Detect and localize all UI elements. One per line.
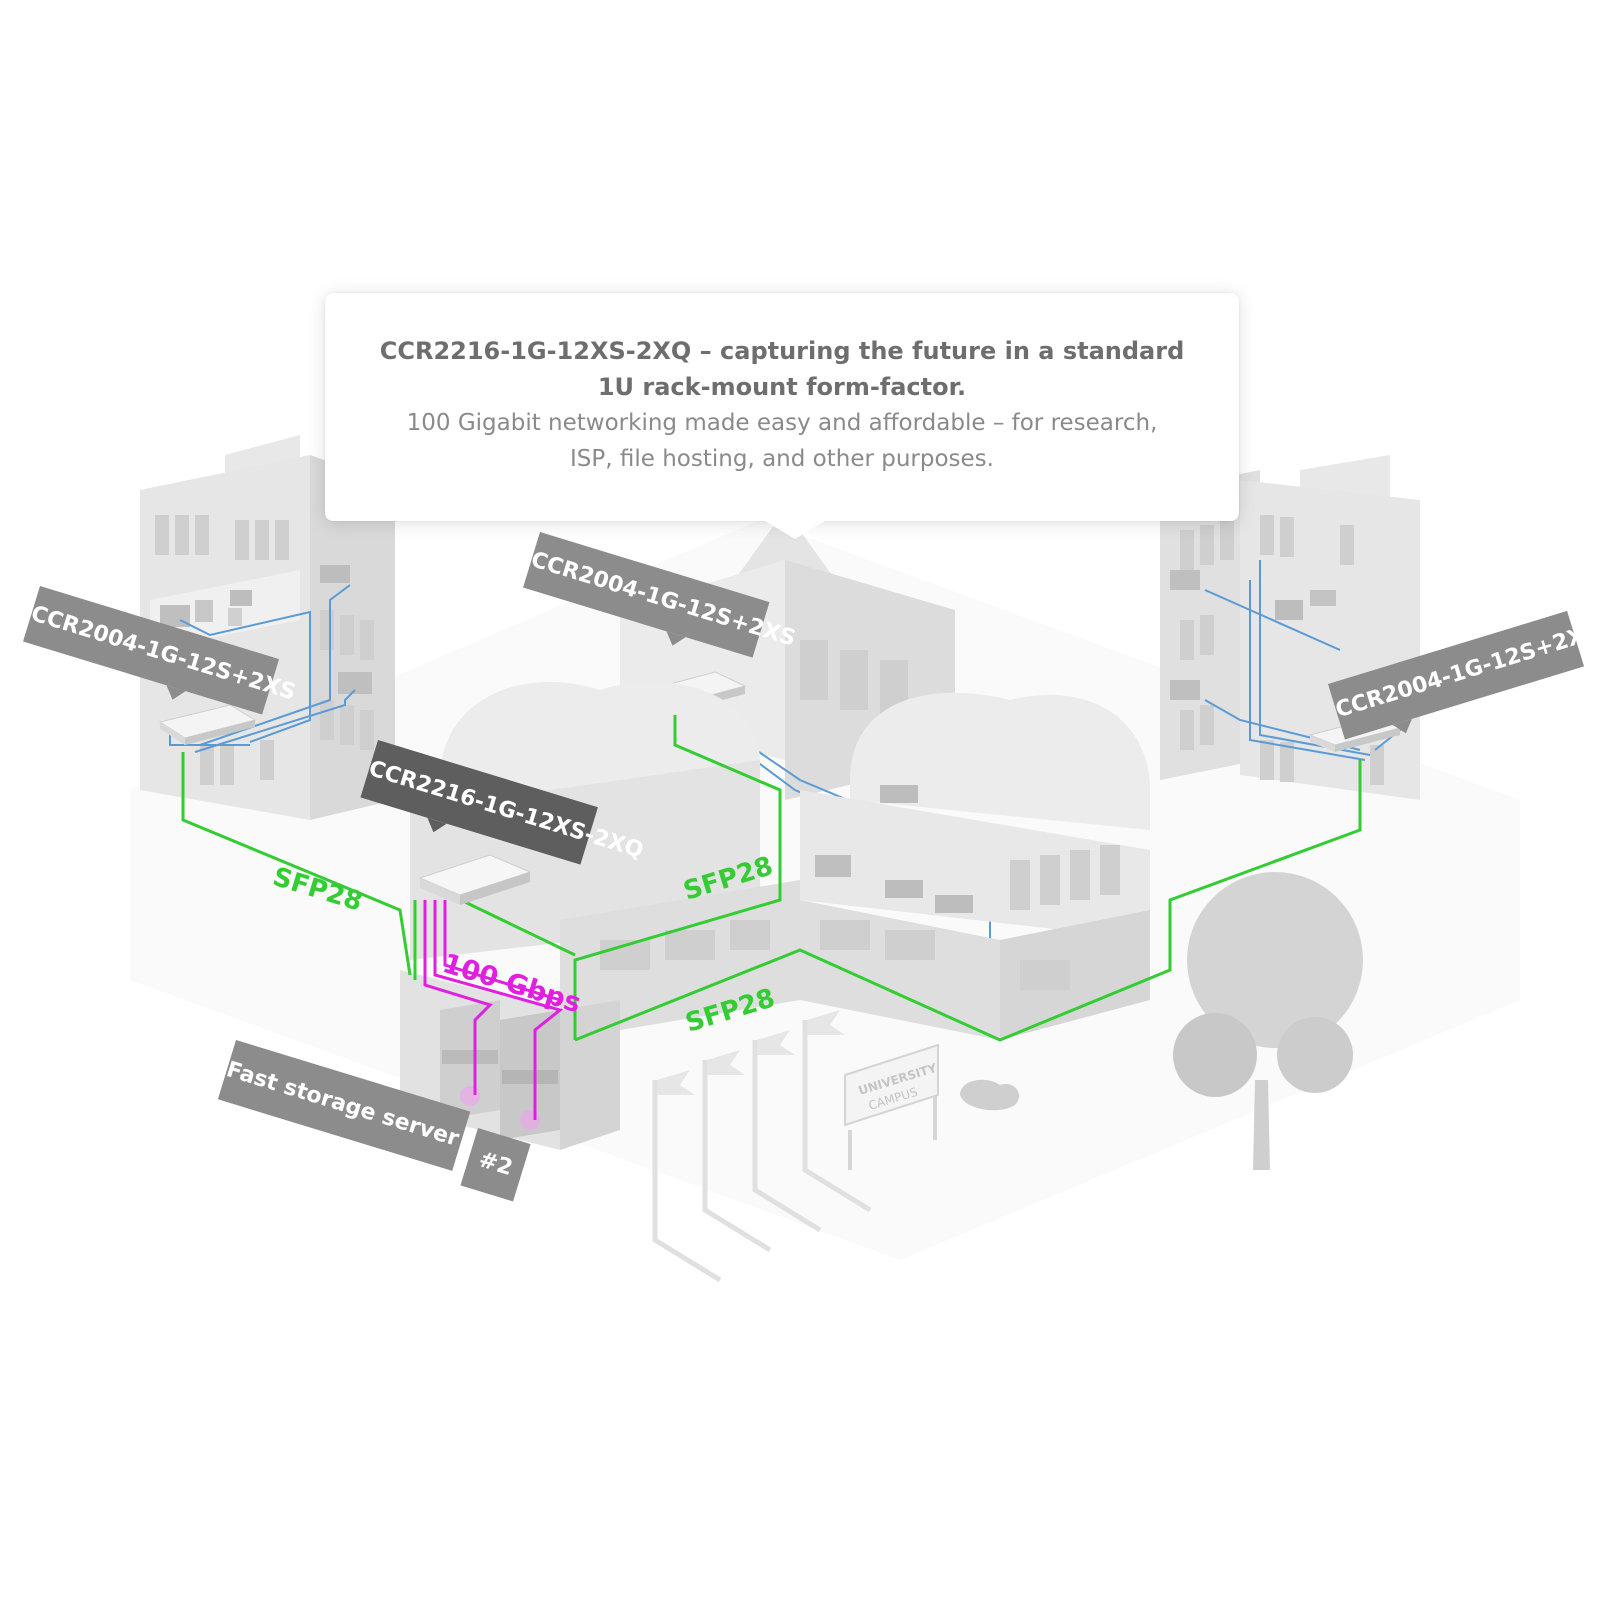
callout-desc-line2: ISP, file hosting, and other purposes. [570, 446, 994, 472]
callout-tail [765, 521, 825, 539]
left-building [140, 435, 395, 820]
flags [657, 1010, 845, 1095]
callout-title-line1: CCR2216-1G-12XS-2XQ – capturing the futu… [379, 337, 1185, 365]
flag-poles [652, 1020, 872, 1283]
intro-callout: CCR2216-1G-12XS-2XQ – capturing the futu… [325, 293, 1239, 539]
tree [1173, 872, 1363, 1170]
dome-building-right [800, 692, 1150, 1040]
core-router [418, 854, 532, 905]
callout-title-line2: 1U rack-mount form-factor. [597, 373, 967, 401]
100g-links [423, 900, 564, 1120]
rock [960, 1079, 1020, 1111]
callout-desc-line1: 100 Gigabit networking made easy and aff… [406, 410, 1158, 436]
server-label-2-text: #2 [475, 1147, 516, 1182]
